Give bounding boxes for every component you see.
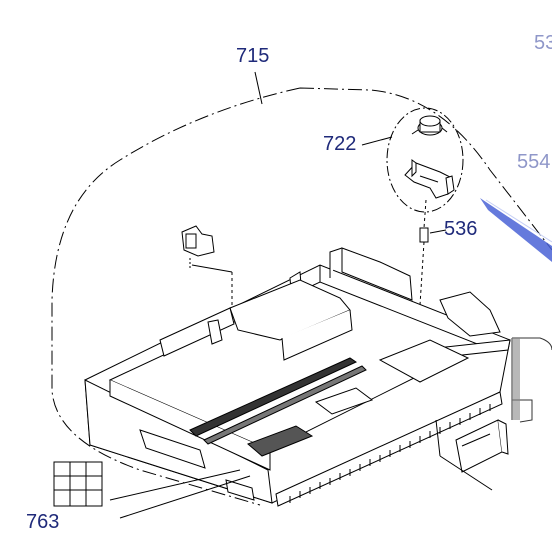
assembly-axis-722 [423, 199, 427, 229]
label-plate-leader [109, 469, 241, 501]
loose-bracket-part [181, 225, 215, 268]
leader-line-536 [429, 229, 447, 234]
label-536: 536 [444, 218, 478, 240]
sensor-axis-2 [439, 455, 493, 491]
label-plate-leader-2 [119, 475, 251, 519]
paper-tray [84, 247, 511, 507]
blue-accent-stripe [480, 198, 552, 262]
pickup-roller [411, 115, 448, 136]
label-plate [53, 461, 103, 507]
label-722: 722 [323, 133, 357, 155]
assembly-axis-536 [419, 241, 425, 306]
sensor-axis [435, 419, 441, 457]
exploded-view-diagram [51, 71, 552, 519]
sensor-part [455, 419, 509, 473]
label-763: 763 [26, 511, 60, 533]
assembly-boundary-dashed [51, 87, 552, 506]
pin-536 [419, 227, 429, 243]
pickup-assembly-boundary [386, 107, 464, 213]
right-edge-part [511, 337, 552, 423]
leader-line-715 [254, 71, 263, 105]
label-715: 715 [236, 45, 270, 67]
bracket-axis [191, 264, 233, 273]
label-554: 554 [517, 151, 551, 173]
blue-accent-stripe-inner [485, 199, 552, 243]
pickup-bracket [404, 159, 455, 199]
label-53: 53 [534, 32, 552, 54]
leader-line-722 [361, 136, 393, 146]
rail-ribs [289, 404, 491, 503]
